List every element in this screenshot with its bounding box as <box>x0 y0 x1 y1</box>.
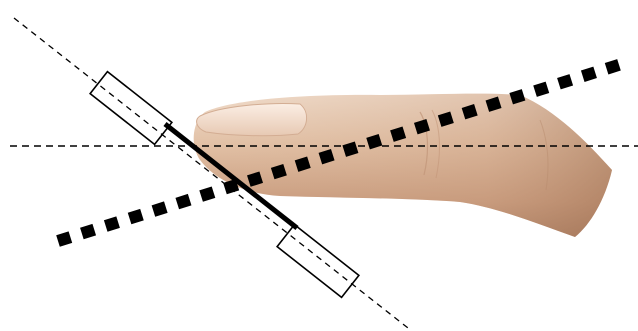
rectangle-lower-right <box>277 225 359 298</box>
rectangle-upper-left <box>90 72 172 145</box>
finger-photo <box>194 94 612 237</box>
